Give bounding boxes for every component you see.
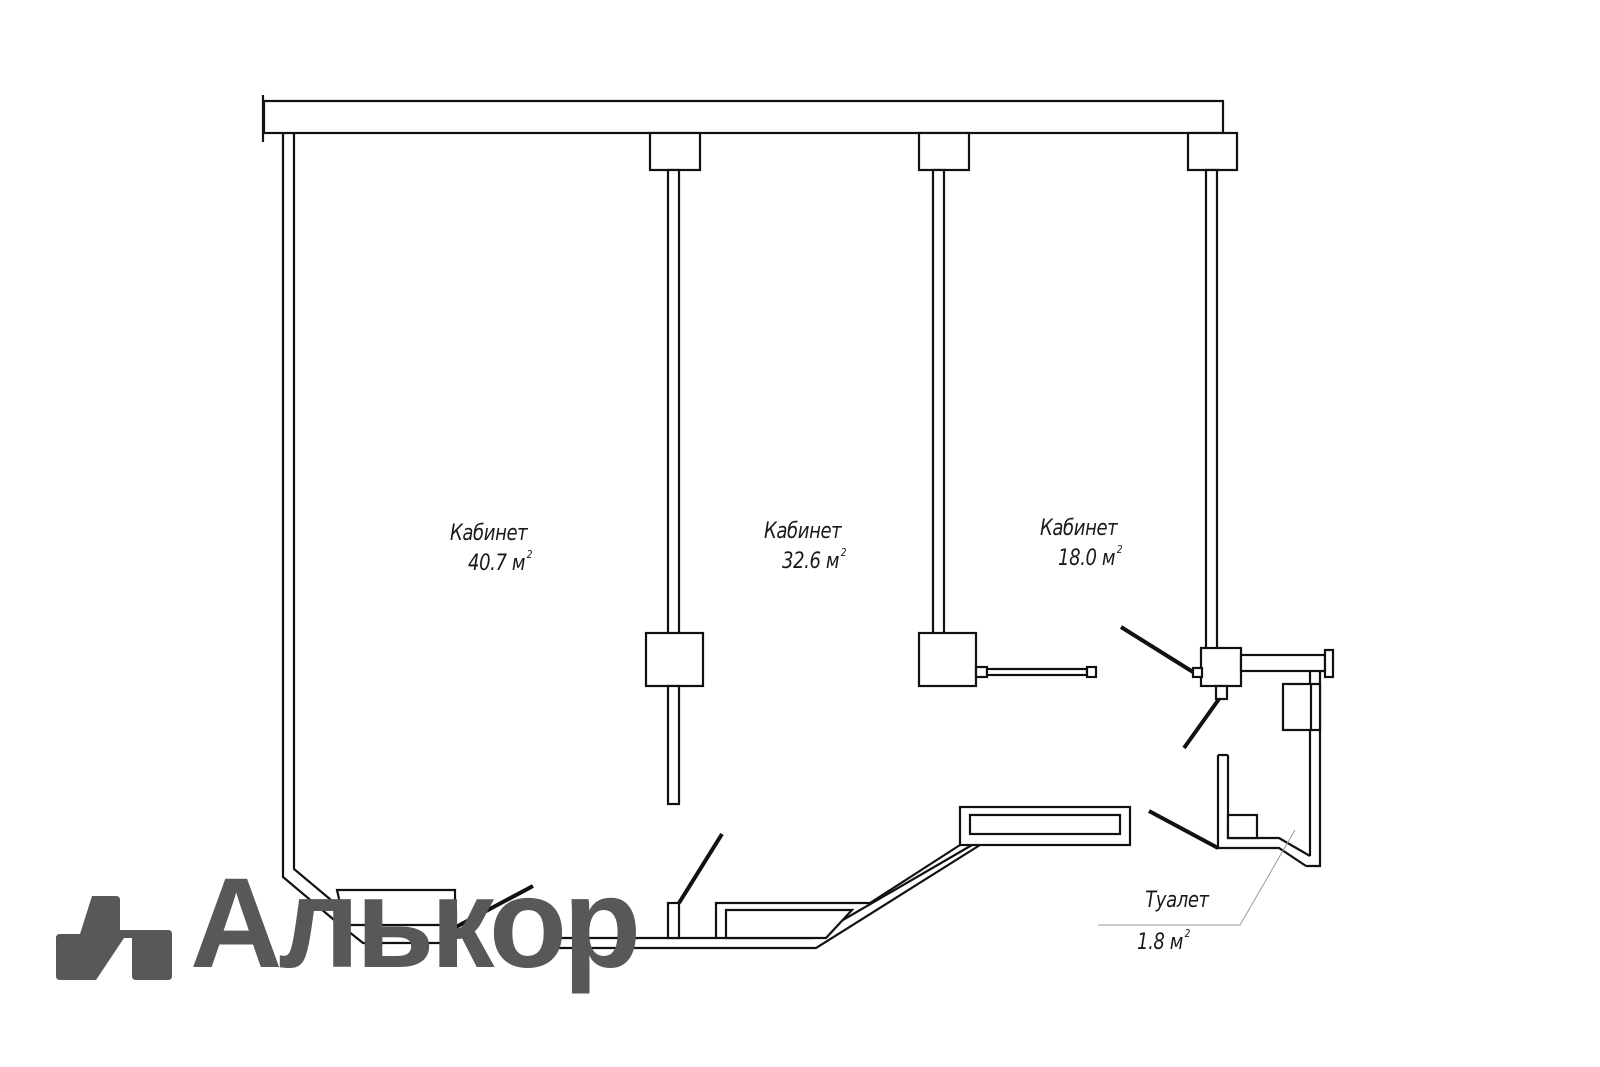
room-name: Кабинет: [1040, 516, 1118, 541]
door-toilet: [1148, 809, 1219, 850]
partition-2: [917, 168, 1098, 688]
logo-text: Алькор: [190, 852, 641, 995]
door-room1: [455, 884, 534, 929]
left-wall: [281, 133, 458, 927]
alkor-logo: Алькор: [52, 860, 641, 988]
room-name: Кабинет: [764, 519, 842, 544]
top-wall: [261, 95, 1225, 142]
partition-3: [1191, 168, 1335, 701]
bottom-wall: [556, 844, 981, 950]
doors: [455, 625, 1221, 929]
toilet-label-leader: [1098, 829, 1296, 926]
window-niche-left: [332, 888, 457, 945]
partition-1: [644, 168, 705, 806]
door-room3: [1119, 625, 1195, 674]
top-columns: [648, 131, 1239, 172]
alkor-logo-mark-icon: [56, 896, 172, 980]
toilet-walls: [1216, 671, 1322, 868]
room-name: Туалет: [1145, 888, 1209, 913]
door-hall: [1182, 697, 1221, 750]
room-name: Кабинет: [450, 521, 528, 546]
door-room2: [677, 832, 724, 905]
window-niche-right: [958, 805, 1132, 847]
